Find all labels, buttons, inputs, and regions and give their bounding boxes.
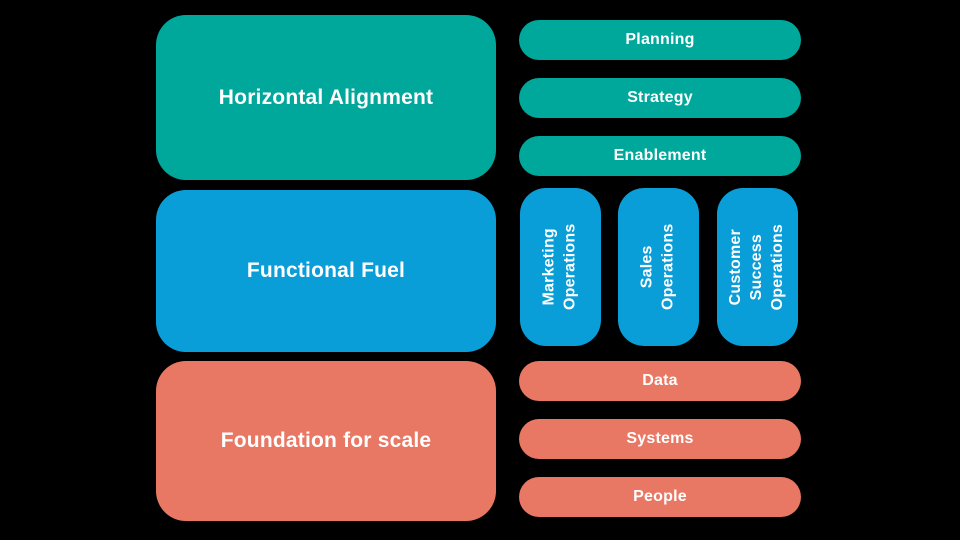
vbox-sales-operations: Sales Operations [618,188,699,346]
pill-strategy-label: Strategy [627,89,693,106]
pill-systems: Systems [519,419,801,459]
pill-people: People [519,477,801,517]
hero-horizontal-alignment-label: Horizontal Alignment [218,85,434,109]
vbox-customer-success-operations-label: Customer Success Operations [727,223,786,311]
pill-planning: Planning [519,20,801,60]
hero-functional-fuel: Functional Fuel [156,190,496,352]
vbox-marketing-operations: Marketing Operations [520,188,601,346]
pill-people-label: People [633,488,687,505]
pill-systems-label: Systems [626,430,694,447]
pill-data: Data [519,361,801,401]
hero-foundation-for-scale: Foundation for scale [156,361,496,521]
vbox-sales-operations-label: Sales Operations [638,223,677,311]
hero-horizontal-alignment: Horizontal Alignment [156,15,496,180]
vbox-marketing-operations-label: Marketing Operations [540,223,579,311]
hero-functional-fuel-label: Functional Fuel [246,259,406,282]
pill-planning-label: Planning [625,31,695,48]
pill-strategy: Strategy [519,78,801,118]
pill-data-label: Data [642,372,678,389]
pill-enablement: Enablement [519,136,801,176]
vbox-customer-success-operations: Customer Success Operations [717,188,798,346]
pill-enablement-label: Enablement [613,147,707,164]
hero-foundation-for-scale-label: Foundation for scale [220,429,432,452]
